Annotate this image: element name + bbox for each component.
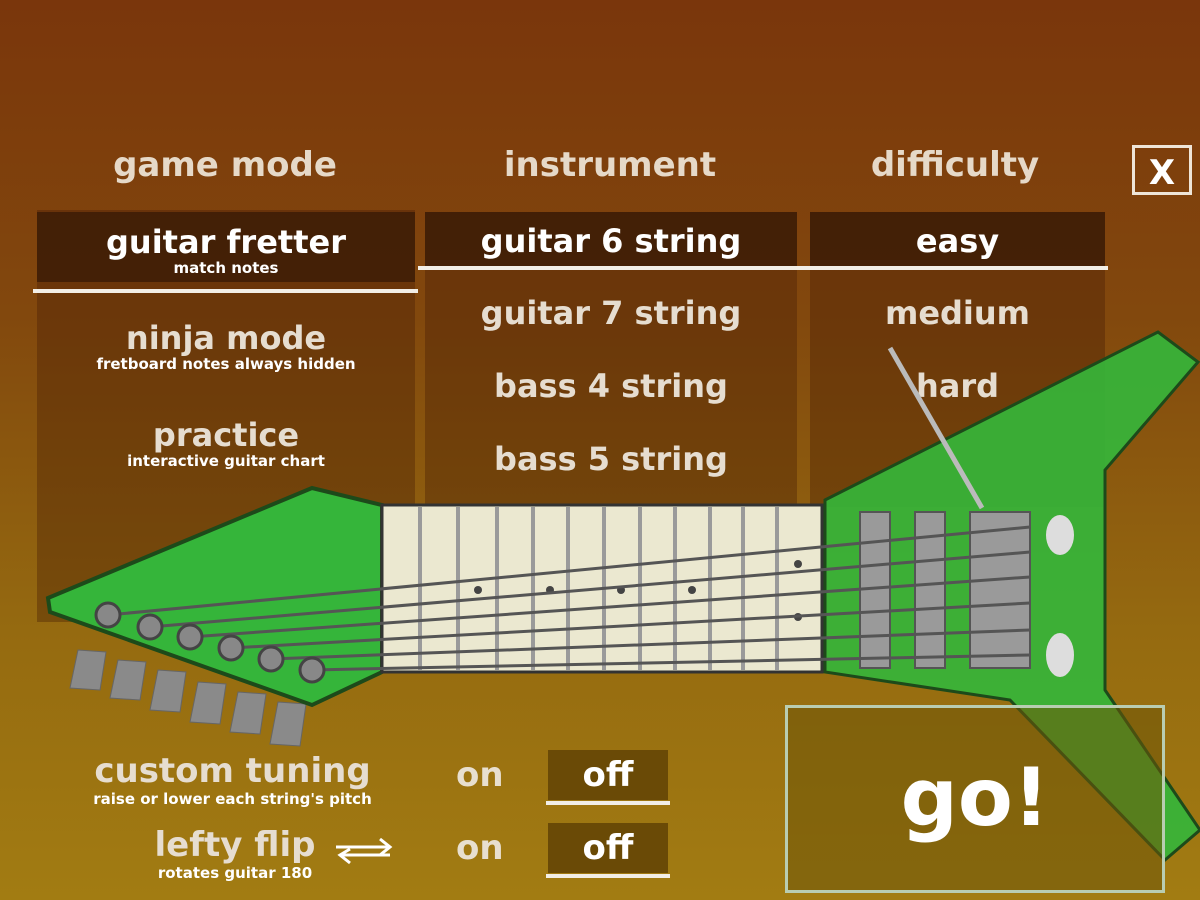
- custom-tuning-label: custom tuning raise or lower each string…: [40, 752, 425, 808]
- option-subtitle: raise or lower each string's pitch: [93, 790, 372, 808]
- guitar-string: [230, 601, 1031, 650]
- tuner-knob: [176, 623, 204, 651]
- close-button[interactable]: X: [1132, 145, 1192, 195]
- selection-underline: [546, 874, 670, 878]
- pickups: [859, 511, 1031, 669]
- custom-tuning-off-button[interactable]: off: [548, 750, 668, 800]
- instrument-option-bass-5[interactable]: bass 5 string: [494, 440, 728, 478]
- lefty-flip-off-button[interactable]: off: [548, 823, 668, 873]
- tuner-knob: [136, 613, 164, 641]
- guitar-string: [270, 628, 1031, 661]
- instrument-list: guitar 6 string guitar 7 string bass 4 s…: [425, 212, 797, 507]
- guitar-string: [107, 525, 1031, 617]
- game-mode-option-guitar-fretter[interactable]: guitar fretter match notes: [37, 212, 415, 282]
- tuner-knob: [217, 634, 245, 662]
- instrument-option-guitar-6[interactable]: guitar 6 string: [425, 212, 797, 266]
- difficulty-header: difficulty: [870, 145, 1040, 185]
- custom-tuning-on-button[interactable]: on: [456, 755, 504, 795]
- option-title: guitar fretter: [106, 223, 346, 261]
- option-subtitle: match notes: [173, 259, 279, 277]
- game-mode-header: game mode: [113, 145, 337, 185]
- tuner-knob: [298, 656, 326, 684]
- instrument-header: instrument: [503, 145, 717, 185]
- instrument-option-bass-4[interactable]: bass 4 string: [494, 367, 728, 405]
- flip-arrows-icon: [336, 837, 393, 865]
- instrument-option-guitar-7[interactable]: guitar 7 string: [480, 294, 742, 332]
- tuning-pegs: [69, 649, 307, 747]
- selection-underline: [546, 801, 670, 805]
- guitar-string: [149, 550, 1031, 629]
- difficulty-option-medium[interactable]: medium: [884, 294, 1031, 332]
- game-mode-option-practice[interactable]: practice interactive guitar chart: [37, 417, 415, 470]
- guitar-string: [189, 575, 1031, 639]
- tuner-knob: [94, 601, 122, 629]
- option-subtitle: fretboard notes always hidden: [96, 355, 356, 373]
- tuner-knob: [257, 645, 285, 673]
- guitar-string: [311, 653, 1031, 672]
- option-title: custom tuning: [94, 751, 371, 791]
- difficulty-option-hard[interactable]: hard: [915, 367, 1000, 405]
- option-subtitle: rotates guitar 180: [157, 864, 313, 882]
- selection-underline: [33, 289, 418, 293]
- difficulty-option-easy[interactable]: easy: [810, 212, 1105, 266]
- lefty-flip-on-button[interactable]: on: [456, 828, 504, 868]
- option-title: lefty flip: [154, 825, 316, 865]
- game-mode-option-ninja[interactable]: ninja mode fretboard notes always hidden: [37, 320, 415, 373]
- go-button[interactable]: go!: [785, 705, 1165, 893]
- option-title: ninja mode: [125, 319, 327, 357]
- selection-underline: [418, 266, 1108, 270]
- whammy-bar: [887, 346, 985, 510]
- option-subtitle: interactive guitar chart: [127, 452, 325, 470]
- option-title: practice: [152, 416, 300, 454]
- lefty-flip-label: lefty flip rotates guitar 180: [130, 826, 340, 882]
